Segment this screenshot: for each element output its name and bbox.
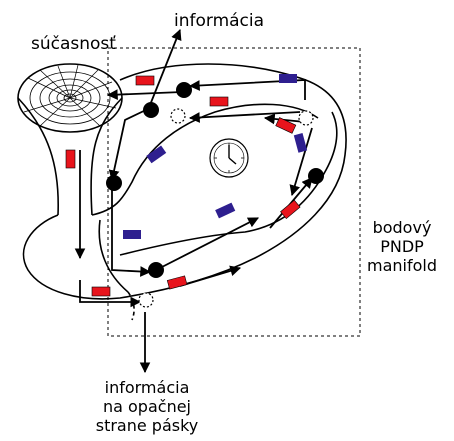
red-marker (136, 76, 154, 85)
blue-marker (215, 203, 235, 219)
label-information-top: informácia (174, 11, 264, 31)
clock-icon (210, 139, 248, 177)
label-present: súčasnosť (31, 34, 116, 54)
label-information-bottom-line2: na opačnej (103, 397, 191, 416)
red-marker (92, 287, 110, 296)
label-information-bottom-line1: informácia (105, 378, 190, 397)
event-point (106, 175, 122, 191)
red-marker (210, 97, 228, 106)
label-manifold-line1: bodový (373, 218, 432, 237)
label-information-bottom-line3: strane pásky (96, 416, 199, 435)
blue-marker (123, 230, 141, 239)
event-point (308, 168, 324, 184)
event-point (176, 82, 192, 98)
hidden-point (139, 293, 153, 307)
red-marker (167, 276, 187, 289)
funnel-surface (18, 64, 122, 215)
event-point (148, 262, 164, 278)
hidden-point (299, 111, 313, 125)
blue-marker (294, 133, 307, 153)
label-manifold-line3: manifold (367, 256, 437, 275)
label-manifold-line2: PNDP (380, 237, 424, 256)
hidden-point (171, 109, 185, 123)
blue-marker (279, 74, 297, 83)
blue-marker (146, 146, 166, 164)
red-marker (66, 150, 75, 168)
red-markers (66, 76, 300, 296)
event-point (143, 102, 159, 118)
